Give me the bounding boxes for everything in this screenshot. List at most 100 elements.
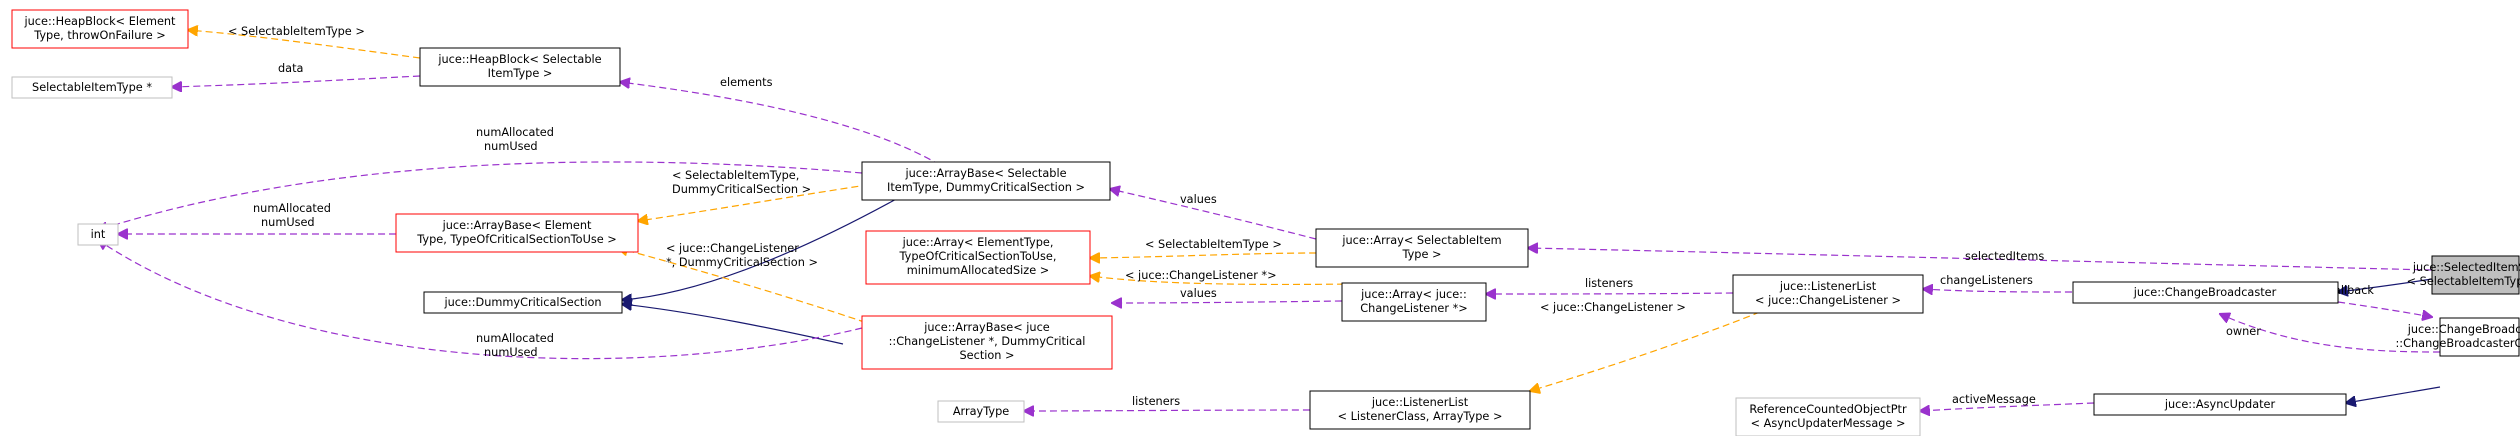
svg-text:Section >: Section >: [959, 349, 1014, 362]
edge-usage-num-top: [98, 161, 863, 230]
edge-inherit-arraybase-selectable-dummy: [622, 196, 901, 300]
svg-text:< juce::ChangeListener: < juce::ChangeListener: [666, 242, 799, 255]
node-array-selectable[interactable]: juce::Array< SelectableItem Type >: [1315, 228, 1529, 268]
node-listener-list-generic[interactable]: juce::ListenerList < ListenerClass, Arra…: [1309, 390, 1531, 430]
node-arraybase-change-listener[interactable]: juce::ArrayBase< juce ::ChangeListener *…: [861, 315, 1113, 370]
label-change-listeners: changeListeners: [1940, 274, 2033, 287]
node-array-change-listener[interactable]: juce::Array< juce:: ChangeListener *>: [1341, 282, 1487, 322]
node-array-type[interactable]: ArrayType: [937, 400, 1025, 423]
node-dummy-critical-section[interactable]: juce::DummyCriticalSection: [423, 291, 623, 314]
svg-text:TypeOfCriticalSectionToUse,: TypeOfCriticalSectionToUse,: [899, 250, 1057, 263]
edge-usage-num-bottom: [98, 240, 863, 360]
svg-text:< SelectableItemType >: < SelectableItemType >: [2407, 275, 2520, 288]
svg-text:juce::DummyCriticalSection: juce::DummyCriticalSection: [443, 296, 601, 309]
svg-text:juce::HeapBlock< Selectable: juce::HeapBlock< Selectable: [437, 53, 601, 66]
label-tmpl-arraybase-change: < juce::ChangeListener *, DummyCriticalS…: [666, 242, 818, 269]
edge-usage-elements: [620, 82, 941, 166]
label-listeners-array: listeners: [1585, 277, 1633, 290]
node-listener-list-change-listener[interactable]: juce::ListenerList < juce::ChangeListene…: [1732, 274, 1924, 314]
svg-text:juce::ChangeBroadcaster: juce::ChangeBroadcaster: [2407, 323, 2520, 336]
svg-text:juce::ArrayBase< Selectable: juce::ArrayBase< Selectable: [904, 167, 1066, 180]
edge-usage-values-change: [1112, 301, 1343, 303]
label-data: data: [278, 62, 303, 75]
label-owner: owner: [2226, 325, 2261, 338]
node-change-broadcaster-callback[interactable]: juce::ChangeBroadcaster ::ChangeBroadcas…: [2396, 317, 2520, 357]
label-tmpl-change-listener-ptr: < juce::ChangeListener *>: [1125, 269, 1277, 282]
edge-usage-listeners-arraytype: [1024, 410, 1311, 411]
svg-text:ChangeListener *>: ChangeListener *>: [1360, 302, 1467, 315]
label-tmpl-heapblock: < SelectableItemType >: [228, 25, 365, 38]
edge-template-array-change: [1090, 276, 1356, 286]
svg-text:< ListenerClass, ArrayType >: < ListenerClass, ArrayType >: [1338, 410, 1503, 423]
label-tmpl-arraybase-selectable: < SelectableItemType, DummyCriticalSecti…: [672, 169, 811, 196]
svg-text:juce::Array< SelectableItem: juce::Array< SelectableItem: [1341, 234, 1501, 247]
svg-text:juce::Array< juce::: juce::Array< juce::: [1360, 288, 1467, 301]
svg-text:Type >: Type >: [1401, 248, 1441, 261]
edge-inherit-selecteditemset-changebroadcaster: [2338, 278, 2433, 292]
label-num-mid: numAllocated numUsed: [253, 202, 331, 229]
edge-usage-values-selectable: [1110, 189, 1317, 240]
edge-usage-data: [172, 75, 421, 87]
label-num-bottom: numAllocated numUsed: [476, 332, 554, 359]
label-listeners-generic: listeners: [1132, 395, 1180, 408]
nodes: juce::SelectedItemSet < SelectableItemTy…: [11, 9, 2520, 436]
svg-text:Type, throwOnFailure >: Type, throwOnFailure >: [33, 29, 166, 42]
edges: [98, 30, 2441, 411]
svg-text:ItemType, DummyCriticalSection: ItemType, DummyCriticalSection >: [887, 181, 1085, 194]
svg-text:< AsyncUpdaterMessage >: < AsyncUpdaterMessage >: [1751, 417, 1906, 430]
edge-template-arraybase-selectable: [638, 182, 881, 221]
svg-text:minimumAllocatedSize >: minimumAllocatedSize >: [907, 264, 1049, 277]
svg-text:numAllocated: numAllocated: [476, 332, 554, 345]
svg-text:juce::ArrayBase< juce: juce::ArrayBase< juce: [923, 321, 1050, 334]
svg-text:juce::ChangeBroadcaster: juce::ChangeBroadcaster: [2133, 286, 2277, 299]
svg-text:juce::ListenerList: juce::ListenerList: [1371, 396, 1469, 409]
edge-usage-selecteditems: [1528, 248, 2433, 271]
svg-text:::ChangeListener *, DummyCriti: ::ChangeListener *, DummyCritical: [889, 335, 1086, 348]
node-arraybase-generic[interactable]: juce::ArrayBase< Element Type, TypeOfCri…: [395, 213, 639, 253]
svg-text:< juce::ChangeListener >: < juce::ChangeListener >: [1755, 294, 1901, 307]
svg-text:juce::ListenerList: juce::ListenerList: [1779, 280, 1877, 293]
edge-usage-owner: [2220, 314, 2441, 353]
svg-text:juce::Array< ElementType,: juce::Array< ElementType,: [902, 236, 1054, 249]
svg-text:juce::AsyncUpdater: juce::AsyncUpdater: [2164, 398, 2276, 411]
svg-text:juce::HeapBlock< Element: juce::HeapBlock< Element: [24, 15, 177, 28]
node-arraybase-selectable[interactable]: juce::ArrayBase< Selectable ItemType, Du…: [861, 161, 1111, 201]
node-array-generic[interactable]: juce::Array< ElementType, TypeOfCritical…: [865, 230, 1091, 285]
node-selected-item-set[interactable]: juce::SelectedItemSet < SelectableItemTy…: [2407, 255, 2520, 295]
svg-text:ReferenceCountedObjectPtr: ReferenceCountedObjectPtr: [1749, 403, 1907, 416]
edge-usage-broadcastcallback: [2337, 301, 2432, 317]
svg-text:::ChangeBroadcasterCallback: ::ChangeBroadcasterCallback: [2396, 337, 2520, 350]
edge-inherit-arraybase-change-dummy: [622, 304, 844, 345]
edge-usage-changelisteners: [1923, 289, 2073, 292]
edge-template-heapblock: [188, 30, 421, 59]
svg-text:SelectableItemType *: SelectableItemType *: [32, 81, 152, 94]
label-values-change: values: [1180, 287, 1217, 300]
svg-text:< SelectableItemType,: < SelectableItemType,: [672, 169, 799, 182]
svg-text:ArrayType: ArrayType: [953, 405, 1009, 418]
edge-inherit-callback-asyncupdater: [2346, 386, 2441, 403]
svg-text:int: int: [91, 228, 106, 241]
node-reference-counted-object-ptr[interactable]: ReferenceCountedObjectPtr < AsyncUpdater…: [1735, 397, 1921, 436]
node-heapblock-generic[interactable]: juce::HeapBlock< Element Type, throwOnFa…: [11, 9, 189, 49]
label-tmpl-selectable-item-type: < SelectableItemType >: [1145, 238, 1282, 251]
svg-text:numAllocated: numAllocated: [253, 202, 331, 215]
svg-text:numUsed: numUsed: [261, 216, 315, 229]
node-change-broadcaster[interactable]: juce::ChangeBroadcaster: [2072, 281, 2339, 304]
edge-usage-listeners-arraychange: [1486, 293, 1734, 294]
svg-text:numUsed: numUsed: [484, 140, 538, 153]
svg-text:juce::ArrayBase< Element: juce::ArrayBase< Element: [442, 219, 592, 232]
label-tmpl-change-listener-list: < juce::ChangeListener >: [1540, 301, 1686, 314]
node-int[interactable]: int: [77, 223, 119, 246]
svg-text:ItemType >: ItemType >: [488, 67, 553, 80]
edge-usage-activemessage: [1920, 402, 2095, 411]
edge-template-arraybase-change: [618, 248, 877, 327]
svg-text:juce::SelectedItemSet: juce::SelectedItemSet: [2412, 261, 2520, 274]
svg-text:numAllocated: numAllocated: [476, 126, 554, 139]
node-heapblock-selectable[interactable]: juce::HeapBlock< Selectable ItemType >: [419, 47, 621, 87]
edge-labels: selectedItems changeListeners broadcastC…: [228, 25, 2374, 408]
svg-text:*, DummyCriticalSection >: *, DummyCriticalSection >: [666, 256, 818, 269]
node-async-updater[interactable]: juce::AsyncUpdater: [2093, 393, 2347, 416]
node-selectable-item-type-ptr[interactable]: SelectableItemType *: [11, 76, 173, 99]
svg-text:numUsed: numUsed: [484, 346, 538, 359]
